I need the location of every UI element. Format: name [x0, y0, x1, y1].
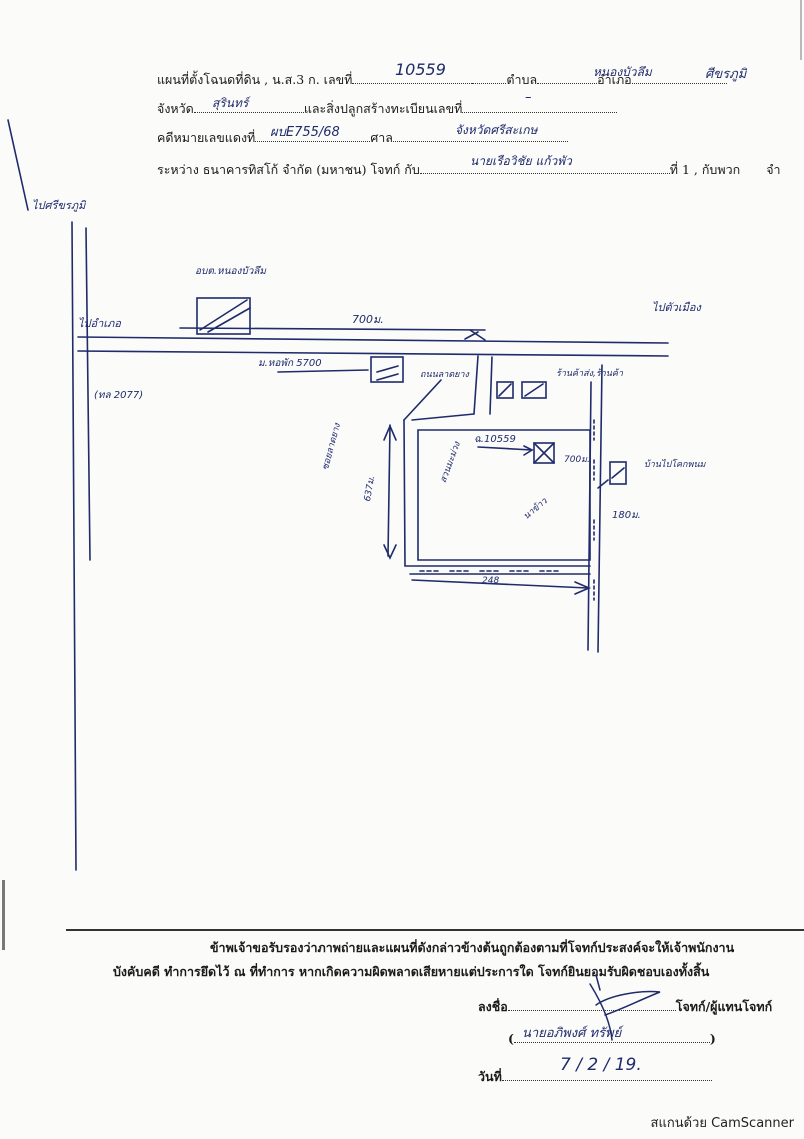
right-house — [609, 461, 627, 485]
store-box-1 — [496, 381, 514, 399]
parcel-outline — [417, 429, 591, 561]
deed-number: 10559 — [395, 60, 446, 79]
sign-line: ลงชื่อ โจทก์/ผู้แทนโจทก์ — [478, 997, 772, 1017]
label-cut: จำ — [766, 162, 781, 177]
right-village-label: บ้านไปโคกพนม — [644, 460, 706, 470]
label-province: จังหวัด — [157, 101, 194, 116]
case-number: ผบE755/68 — [270, 125, 340, 140]
main-road-top — [77, 336, 669, 344]
certify-line-2: บังคับคดี ทำการยึดไว้ ณ ที่ทำการ หากเกิด… — [113, 964, 710, 979]
scanner-watermark: สแกนด้วย CamScanner — [650, 1116, 794, 1131]
label-defendant-no: ที่ 1 , กับพวก — [669, 162, 741, 177]
header-line-4: ระหว่าง ธนาคารทิสโก้ จำกัด (มหาชน) โจทก์… — [157, 160, 781, 180]
nearby-stores-label: ร้านค้าส่ง,ร้านค้า — [556, 369, 623, 379]
footer-divider — [66, 929, 804, 931]
right-canal-right — [597, 364, 603, 653]
store-box-2 — [521, 381, 547, 399]
west-label: ไปอำเภอ — [78, 317, 121, 330]
scan-edge-mark — [800, 0, 802, 60]
parcel-label: ฉ.10559 — [474, 434, 516, 445]
label-building: และสิ่งปลูกสร้างทะเบียนเลขที่ — [303, 101, 463, 116]
margin-mark — [7, 119, 29, 211]
label-role: โจทก์/ผู้แทนโจทก์ — [675, 999, 773, 1014]
label-tambon: ตำบล — [506, 72, 538, 87]
village-building — [370, 356, 404, 383]
paren-open: ( — [508, 1031, 514, 1046]
header-line-1: แผนที่ตั้งโฉนดที่ดิน , น.ส.3 ก. เลขที่ ตำ… — [157, 70, 727, 90]
signer-name: นายอภิพงศ์ ทรัพย์ — [522, 1026, 622, 1041]
date-line: วันที่ — [478, 1067, 712, 1087]
bottom-distance: 248 — [482, 576, 500, 586]
tambon-value: หนองบัวลึม — [593, 65, 652, 79]
label-court: ศาล — [370, 130, 393, 145]
header-line-3: คดีหมายเลขแดงที่ ศาล — [157, 128, 568, 148]
branch-road-right — [489, 356, 493, 415]
label-amphoe: อำเภอ — [597, 72, 632, 87]
main-road-bottom — [77, 350, 669, 357]
date-value: 7 / 2 / 19. — [560, 1055, 642, 1075]
label-map: แผนที่ตั้งโฉนดที่ดิน , น.ส. — [157, 72, 297, 87]
label-3k: 3 ก. เลขที่ — [296, 72, 353, 87]
scan-edge-mark — [2, 880, 5, 950]
province-value: สุรินทร์ — [212, 96, 249, 110]
east-label: ไปตัวเมือง — [652, 301, 701, 314]
obt-label: อบต.หนองบัวลึม — [195, 266, 267, 277]
north-label: ไปศรีขรภูมิ — [32, 199, 86, 212]
obt-building — [196, 297, 251, 335]
road-south-label: ถนนลาดยาง — [420, 370, 469, 380]
paren-close: ) — [709, 1031, 716, 1046]
certify-line-1: ข้าพเจ้าขอรับรองว่าภาพถ่ายและแผนที่ดังกล… — [210, 940, 735, 955]
road-number-label: (ทล 2077) — [94, 390, 144, 401]
north-road-line — [71, 221, 77, 871]
label-case: คดีหมายเลขแดงที่ — [157, 130, 256, 145]
label-between: ระหว่าง ธนาคารทิสโก้ จำกัด (มหาชน) โจทก์… — [157, 162, 420, 177]
header-line-2: จังหวัด และสิ่งปลูกสร้างทะเบียนเลขที่ — [157, 99, 618, 119]
distance-700-parcel: 700ม. — [564, 455, 590, 465]
parcel-marker — [533, 442, 555, 464]
name-line: () — [508, 1030, 716, 1046]
village-label: ม.หอพัก 5700 — [258, 358, 322, 369]
branch-road-left — [473, 355, 479, 415]
label-date: วันที่ — [478, 1069, 502, 1084]
label-sign: ลงชื่อ — [478, 999, 508, 1014]
amphoe-value: ศีขรภูมิ — [705, 67, 747, 82]
building-number: – — [525, 90, 532, 105]
distance-700-top: 700ม. — [352, 313, 384, 326]
defendant-value: นายเรือวิชัย แก้วพัว — [470, 154, 572, 168]
court-value: จังหวัดศรีสะเกษ — [455, 123, 538, 137]
distance-180: 180ม. — [612, 510, 641, 521]
